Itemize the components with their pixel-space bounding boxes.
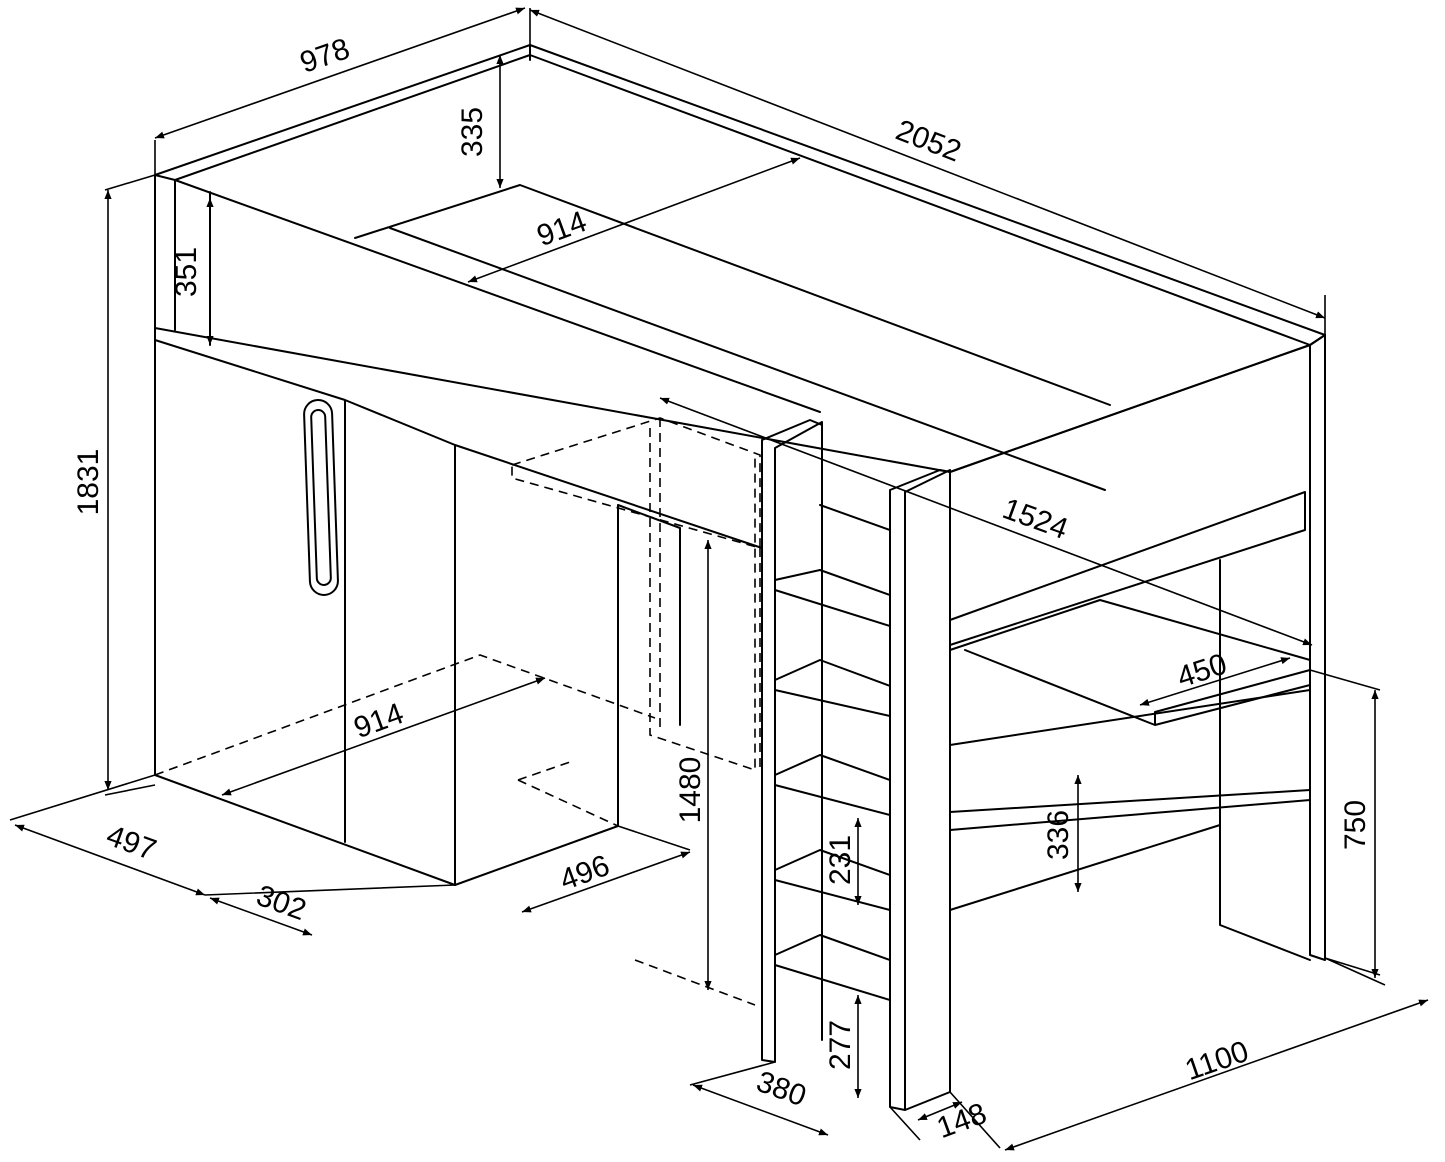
wardrobe-open-side [454, 504, 681, 886]
dim-desk-depth-label: 450 [1173, 648, 1231, 695]
wardrobe-handle-inner [310, 409, 332, 586]
wardrobe-body [154, 327, 763, 886]
dim-under-bed-width-label: 914 [350, 697, 408, 745]
dim-depth-label: 978 [296, 32, 354, 80]
ladder-side-rails [761, 419, 823, 1063]
wardrobe-handle [303, 399, 339, 596]
dim-desk-length-label: 1524 [998, 492, 1072, 546]
pullout-desk-outline [511, 417, 761, 772]
dim-ladder-depth-label: 380 [752, 1065, 810, 1113]
front-post [889, 469, 951, 1111]
dim-bottom-step-label: 277 [824, 1020, 857, 1070]
desk-shelf [949, 689, 1311, 911]
dimension-labels: 978 2052 335 914 351 1831 1524 450 914 1… [72, 32, 1372, 1145]
dim-desk-width-label: 1100 [1181, 1035, 1253, 1087]
bed-structure [154, 44, 1326, 1111]
dim-wardrobe-width-label: 496 [556, 849, 614, 897]
dim-post-width-label: 148 [933, 1097, 991, 1145]
dim-step-spacing-label: 231 [824, 835, 857, 885]
desk-top [949, 599, 1311, 726]
underbed-outline [154, 654, 756, 1006]
dim-clearance-label: 1480 [674, 757, 707, 824]
dim-guard-height-label: 335 [456, 107, 489, 157]
dim-top-panel-label: 351 [170, 247, 203, 297]
dim-mattress-width-label: 914 [533, 205, 591, 253]
dimension-lines [9, 7, 1429, 1151]
ladder-steps [774, 504, 891, 1001]
front-guard-panel [154, 174, 821, 413]
dim-shelf-height-label: 336 [1042, 810, 1075, 860]
rear-rail [949, 334, 1326, 473]
dim-desk-height-label: 750 [1339, 800, 1372, 850]
hidden-lines [154, 417, 761, 1006]
dim-total-height-label: 1831 [72, 449, 105, 516]
dim-length-label: 2052 [891, 114, 965, 169]
dim-wardrobe-door-label: 302 [252, 879, 310, 927]
